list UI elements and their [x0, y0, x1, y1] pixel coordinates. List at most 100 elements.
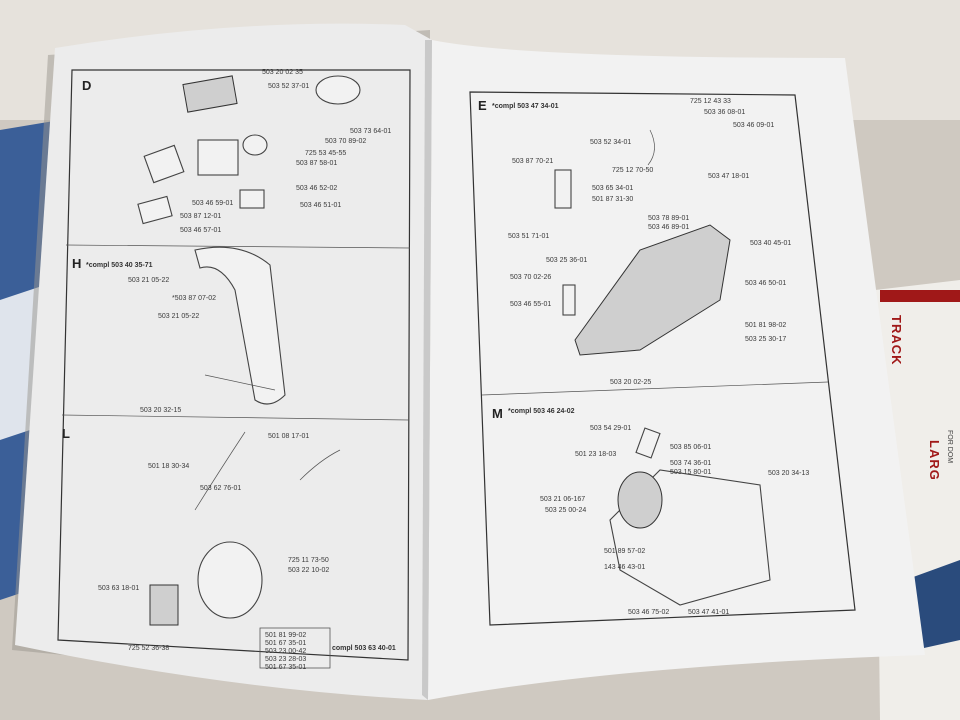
section-e: E *compl 503 47 34-01 725 12 43 33 503 3… — [478, 98, 791, 386]
section-d: D 503 20 02 35 503 52 37-01 503 73 64-01… — [82, 69, 391, 234]
spine-shadow — [422, 40, 432, 700]
part-e-13: 503 25 36-01 — [546, 257, 587, 264]
part-l-5: 725 11 73-50 — [288, 557, 329, 564]
right-frame — [469, 91, 856, 626]
part-e-17: 503 46 50-01 — [745, 280, 786, 287]
part-e-12: 503 51 71-01 — [508, 233, 549, 240]
part-e-10: 503 78 89-01 — [648, 215, 689, 222]
part-e-5: 725 12 70-50 — [612, 167, 653, 174]
front-handle-drawing — [194, 246, 286, 405]
part-d-8: 503 46 51-01 — [300, 202, 341, 209]
part-m-10: 143 46 43-01 — [604, 564, 645, 571]
part-d-1: 503 20 02 35 — [262, 69, 303, 76]
starter-pulley-drawing — [617, 471, 663, 529]
part-m-4: 503 74 36-01 — [670, 460, 711, 467]
box-large-text: LARG — [927, 440, 942, 481]
wire-drawing — [194, 431, 246, 511]
section-m-letter: M — [492, 406, 503, 421]
l-group-box — [259, 627, 331, 669]
section-e-header: *compl 503 47 34-01 — [492, 103, 559, 110]
part-d-5: 725 53 45-55 — [305, 150, 346, 157]
part-l-2: 501 18 30-34 — [148, 463, 189, 470]
divider-d-h — [65, 244, 411, 249]
part-m-8: 503 25 00-24 — [545, 507, 586, 514]
part-m-5: 503 15 80-01 — [670, 469, 711, 476]
part-e-7: 503 87 70-21 — [512, 158, 553, 165]
section-l-letter: L — [62, 426, 70, 441]
section-l: L 501 08 17-01 501 18 30-34 503 62 76-01… — [62, 426, 396, 671]
part-e-4: 503 46 09-01 — [733, 122, 774, 129]
part-d-6: 503 87 58-01 — [296, 160, 337, 167]
group-l-5: 501 67 35-01 — [265, 664, 306, 671]
part-h-2: *503 87 07-02 — [172, 295, 216, 302]
part-e-15: 503 70 02-26 — [510, 274, 551, 281]
part-h-3: 503 21 05-22 — [158, 313, 199, 320]
section-m: M *compl 503 46 24-02 503 54 29-01 501 2… — [492, 406, 809, 616]
part-e-19: 503 25 30-17 — [745, 336, 786, 343]
box-track-text: TRACK — [889, 315, 904, 366]
air-filter-cover-drawing — [182, 75, 238, 113]
section-h-letter: H — [72, 256, 81, 271]
part-e-14: 503 40 45-01 — [750, 240, 791, 247]
group-l-1: 501 81 99-02 — [265, 632, 306, 639]
section-h: H *compl 503 40 35-71 503 21 05-22 *503 … — [72, 246, 286, 414]
part-m-2: 501 23 18-03 — [575, 451, 616, 458]
fuel-filter-drawing — [137, 195, 173, 225]
handle-bracket-drawing — [204, 374, 276, 391]
part-e-20: 503 20 02-25 — [610, 379, 651, 386]
part-e-3: 503 52 34-01 — [590, 139, 631, 146]
part-d-9: 503 46 59-01 — [192, 200, 233, 207]
part-m-7: 503 21 06-167 — [540, 496, 585, 503]
box-red-stripe — [880, 290, 960, 302]
ignition-module-drawing — [149, 584, 179, 626]
part-d-7: 503 46 52-02 — [296, 185, 337, 192]
part-e-2: 503 36 08-01 — [704, 109, 745, 116]
section-d-letter: D — [82, 78, 91, 93]
part-l-7: 725 52 36-38 — [128, 645, 169, 652]
choke-rod-drawing — [647, 129, 655, 166]
part-e-11: 503 46 89-01 — [648, 224, 689, 231]
part-e-1: 725 12 43 33 — [690, 98, 731, 105]
part-l-6: 503 22 10-02 — [288, 567, 329, 574]
part-d-2: 503 52 37-01 — [268, 83, 309, 90]
section-l-header: compl 503 63 40-01 — [332, 645, 396, 652]
flywheel-drawing — [197, 541, 263, 619]
throttle-part-drawing — [239, 189, 265, 209]
part-l-1: 501 08 17-01 — [268, 433, 309, 440]
part-m-12: 503 47 41-01 — [688, 609, 729, 616]
crankcase-drawing — [574, 224, 731, 356]
part-e-18: 501 81 98-02 — [745, 322, 786, 329]
left-frame — [57, 69, 411, 661]
carburetor-drawing — [197, 139, 239, 176]
part-m-9: 501 89 57-02 — [604, 548, 645, 555]
part-e-16: 503 46 55-01 — [510, 301, 551, 308]
left-page — [15, 23, 432, 701]
part-h-1: 503 21 05-22 — [128, 277, 169, 284]
part-d-11: 503 46 57-01 — [180, 227, 221, 234]
intake-drawing — [242, 134, 268, 156]
divider-e-m — [481, 381, 829, 396]
group-l-2: 501 67 35-01 — [265, 640, 306, 647]
group-l-3: 503 23 00-42 — [265, 648, 306, 655]
box-domestic-text: FOR DOM — [946, 430, 953, 463]
section-m-header: *compl 503 46 24-02 — [508, 408, 575, 415]
part-l-4: 503 63 18-01 — [98, 585, 139, 592]
part-d-4: 503 70 89-02 — [325, 138, 366, 145]
part-e-6: 503 47 18-01 — [708, 173, 749, 180]
part-e-8: 503 65 34-01 — [592, 185, 633, 192]
part-l-3: 503 62 76-01 — [200, 485, 241, 492]
air-filter-drawing — [315, 75, 361, 105]
gasket-drawing — [143, 144, 185, 184]
section-h-header: *compl 503 40 35-71 — [86, 262, 153, 269]
section-e-letter: E — [478, 98, 487, 113]
spring-2-drawing — [562, 284, 576, 316]
part-m-11: 503 46 75-02 — [628, 609, 669, 616]
part-d-3: 503 73 64-01 — [350, 128, 391, 135]
part-e-9: 501 87 31-30 — [592, 196, 633, 203]
group-l-4: 503 23 28-03 — [265, 656, 306, 663]
part-m-6: 503 20 34-13 — [768, 470, 809, 477]
part-d-10: 503 87 12-01 — [180, 213, 221, 220]
right-page — [428, 40, 925, 700]
divider-h-l — [61, 414, 410, 421]
